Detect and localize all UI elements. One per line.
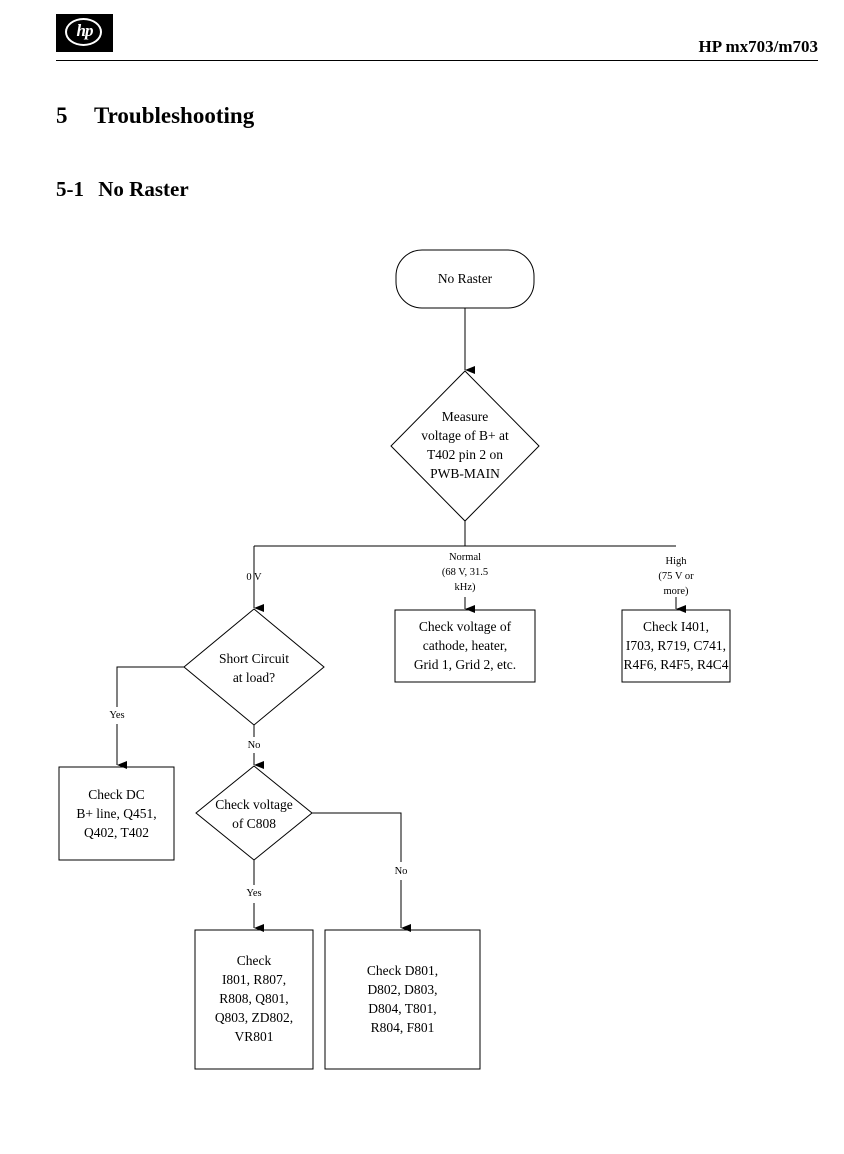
measure-label: Measure voltage of B+ at T402 pin 2 on P… xyxy=(405,407,525,483)
c808-yes-box-line: VR801 xyxy=(234,1029,274,1044)
measure-line: PWB-MAIN xyxy=(430,466,500,481)
normal-box-line: Check voltage of xyxy=(418,619,512,634)
dc-box-line: Check DC xyxy=(88,787,145,802)
c808-label: Check voltage of C808 xyxy=(204,795,304,833)
measure-line: T402 pin 2 on xyxy=(426,447,504,462)
c808-no-box-text: Check D801, D802, D803, D804, T801, R804… xyxy=(325,961,480,1037)
dc-check-box xyxy=(58,766,175,861)
subsection-number: 5-1 xyxy=(56,177,84,201)
normal-box-line: cathode, heater, xyxy=(422,638,508,653)
c808-yes-box-text: Check I801, R807, R808, Q801, Q803, ZD80… xyxy=(195,951,313,1046)
no-connector-2 xyxy=(312,812,402,862)
c808-no-box xyxy=(324,929,481,1070)
subsection-heading: 5-1 No Raster xyxy=(56,177,189,202)
section-title: Troubleshooting xyxy=(94,103,255,128)
branch-high-label: High (75 V or more) xyxy=(641,554,711,599)
c808-line: of C808 xyxy=(232,816,276,831)
c808-no-box-line: R804, F801 xyxy=(370,1020,435,1035)
hp-logo: hp xyxy=(56,14,113,52)
branch-high-line: more) xyxy=(663,586,689,597)
no-label-1: No xyxy=(247,740,261,751)
section-heading: 5 Troubleshooting xyxy=(56,103,254,129)
c808-line: Check voltage xyxy=(215,797,293,812)
branch-normal-label: Normal (68 V, 31.5 kHz) xyxy=(425,550,505,595)
logo-oval xyxy=(65,18,102,46)
normal-check-box xyxy=(394,609,536,683)
start-label: No Raster xyxy=(437,271,493,286)
high-box-text: Check I401, I703, R719, C741, R4F6, R4F5… xyxy=(622,617,730,674)
c808-yes-box-line: I801, R807, xyxy=(221,972,287,987)
subsection-title: No Raster xyxy=(98,177,189,201)
measure-line: voltage of B+ at xyxy=(421,428,509,443)
c808-no-box-line: D804, T801, xyxy=(368,1001,437,1016)
model-title: HP mx703/m703 xyxy=(698,37,818,56)
branch-high-line: High xyxy=(665,556,687,567)
c808-yes-box-line: R808, Q801, xyxy=(219,991,289,1006)
branch-0v-label: 0 V xyxy=(246,572,262,583)
yes-label-2: Yes xyxy=(246,888,262,899)
yes-label-1: Yes xyxy=(109,710,125,721)
no-label-2: No xyxy=(394,866,408,877)
branch-normal-line: kHz) xyxy=(454,582,476,593)
measure-line: Measure xyxy=(441,409,489,424)
c808-yes-box xyxy=(194,929,314,1070)
short-circuit-line: at load? xyxy=(232,670,276,685)
high-box-line: Check I401, xyxy=(643,619,709,634)
high-box-line: I703, R719, C741, xyxy=(625,638,727,653)
c808-no-box-line: D802, D803, xyxy=(367,982,438,997)
section-number: 5 xyxy=(56,103,68,128)
branch-normal-line: (68 V, 31.5 xyxy=(441,567,489,578)
dc-box-line: Q402, T402 xyxy=(83,825,149,840)
c808-yes-box-line: Q803, ZD802, xyxy=(214,1010,294,1025)
c808-no-box-line: Check D801, xyxy=(366,963,439,978)
high-check-box xyxy=(621,609,731,683)
dc-box-line: B+ line, Q451, xyxy=(76,806,157,821)
high-box-line: R4F6, R4F5, R4C4 xyxy=(623,657,729,672)
short-circuit-line: Short Circuit xyxy=(218,651,290,666)
c808-yes-box-line: Check xyxy=(236,953,272,968)
dc-box-text: Check DC B+ line, Q451, Q402, T402 xyxy=(59,785,174,842)
normal-box-text: Check voltage of cathode, heater, Grid 1… xyxy=(395,617,535,674)
yes-connector xyxy=(116,666,184,707)
branch-normal-line: Normal xyxy=(448,552,482,563)
normal-box-line: Grid 1, Grid 2, etc. xyxy=(413,657,517,672)
branch-high-line: (75 V or xyxy=(658,571,694,582)
short-circuit-label: Short Circuit at load? xyxy=(199,649,309,687)
logo-text: hp xyxy=(76,21,94,40)
header-divider xyxy=(56,60,818,61)
